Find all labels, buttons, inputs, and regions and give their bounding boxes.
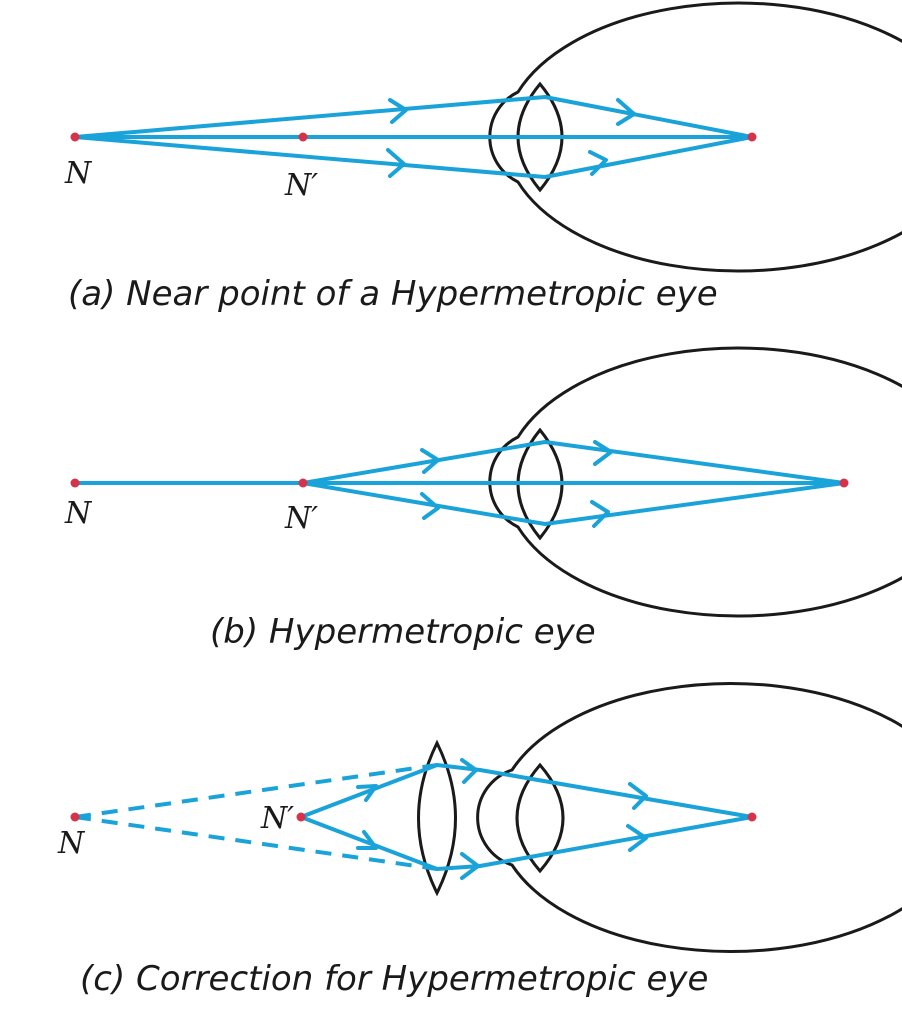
normal-near-point-label: N′ xyxy=(284,168,318,203)
eyeball-outline xyxy=(488,346,902,618)
ray-arrow xyxy=(460,758,478,784)
normal-near-point-label: N′ xyxy=(284,501,318,536)
near-point-marker xyxy=(70,812,80,822)
caption-c: (c) Correction for Hypermetropic eye xyxy=(80,959,708,999)
ray-arrow xyxy=(460,852,480,880)
ray-arrow xyxy=(590,500,610,528)
ray-lower xyxy=(73,135,754,179)
near-point-label: N xyxy=(64,496,93,531)
ray-arrow xyxy=(616,98,636,126)
eyeball-outline xyxy=(488,1,902,273)
virtual-ray-lower xyxy=(74,815,438,871)
eye-lens xyxy=(515,762,565,874)
normal-near-point-label: N′ xyxy=(260,801,294,836)
convex-corrective-lens xyxy=(417,739,457,897)
normal-near-point-marker xyxy=(296,812,306,822)
normal-near-point-marker xyxy=(298,132,308,142)
ray-arrow xyxy=(420,492,440,520)
ray-arrow xyxy=(386,148,406,178)
ray-arrow xyxy=(420,448,440,474)
ray-arrow xyxy=(388,98,408,124)
retina-image-point xyxy=(747,812,757,822)
near-point-label: N xyxy=(57,826,86,861)
ray-upper xyxy=(73,95,754,139)
normal-near-point-marker xyxy=(298,478,308,488)
near-point-label: N xyxy=(64,156,93,191)
ray-lower xyxy=(299,815,754,871)
ray-upper xyxy=(299,763,754,819)
diagram-b: N N′ (b) Hypermetropic eye xyxy=(64,346,902,652)
near-point-marker xyxy=(70,478,80,488)
ray-arrow xyxy=(593,440,613,466)
ray-lower xyxy=(301,481,846,526)
diagram-a: N N′ (a) Near point of a Hypermetropic e… xyxy=(64,1,902,314)
behind-retina-image-point xyxy=(839,478,849,488)
virtual-ray-upper xyxy=(74,763,438,819)
caption-a: (a) Near point of a Hypermetropic eye xyxy=(68,274,718,314)
ray-upper xyxy=(301,440,846,485)
caption-b: (b) Hypermetropic eye xyxy=(210,612,596,652)
ray-arrow xyxy=(588,150,608,176)
retina-image-point xyxy=(747,132,757,142)
ray-arrow xyxy=(356,784,378,802)
near-point-marker xyxy=(70,132,80,142)
ray-arrow xyxy=(356,830,378,850)
ray-arrow xyxy=(626,824,648,852)
diagram-c: N N′ (c) Correction for Hypermetropic ey… xyxy=(57,682,902,999)
ray-arrow xyxy=(628,782,648,810)
